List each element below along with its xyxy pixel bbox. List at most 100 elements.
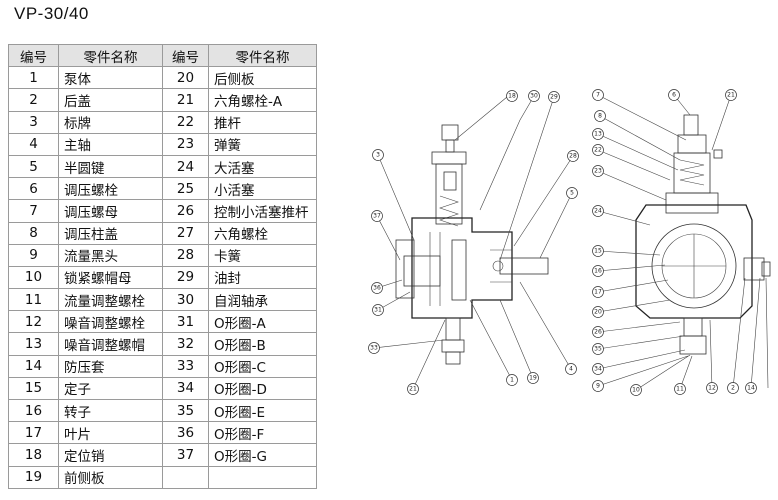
right-view-drawing (597, 94, 771, 391)
callout-marker: 3 (372, 149, 384, 161)
part-number-cell: 24 (162, 154, 209, 179)
part-name-cell: 控制小活塞推杆 (208, 199, 317, 223)
callout-number: 10 (632, 387, 640, 394)
part-number-cell: 26 (162, 199, 209, 223)
callout-marker: 28 (567, 150, 579, 162)
part-number-cell: 29 (162, 265, 209, 290)
callout-marker: 6 (668, 89, 680, 101)
callout-marker: 13 (592, 128, 604, 140)
callout-circle (548, 91, 560, 103)
callout-marker: 29 (548, 91, 560, 103)
part-name-cell: 后侧板 (208, 66, 317, 90)
part-number-cell: 17 (8, 421, 59, 445)
callout-circle (727, 382, 739, 394)
callout-number: 9 (596, 383, 600, 390)
callout-number: 11 (676, 386, 684, 393)
callout-circle (592, 343, 604, 355)
callout-marker: 22 (592, 144, 604, 156)
callout-number: 17 (594, 289, 602, 296)
callout-circle (368, 342, 380, 354)
callout-circle (592, 265, 604, 277)
callout-circle (592, 245, 604, 257)
callout-number: 21 (409, 386, 417, 393)
callout-marker: 9 (592, 380, 604, 392)
callout-marker: 4 (565, 363, 577, 375)
callout-circle (725, 89, 737, 101)
part-number-cell: 14 (8, 354, 59, 378)
callout-number: 14 (747, 385, 755, 392)
callout-number: 35 (594, 346, 602, 353)
callout-marker: 26 (592, 326, 604, 338)
part-name-cell: 转子 (58, 398, 163, 423)
callout-number: 28 (569, 153, 577, 160)
callout-marker: 12 (706, 382, 718, 394)
part-number-cell: 32 (162, 332, 209, 356)
callout-circle (592, 380, 604, 392)
callout-number: 7 (596, 92, 600, 99)
part-number-cell: 33 (162, 354, 209, 378)
callout-marker: 21 (407, 383, 419, 395)
part-name-cell: 流量调整螺栓 (58, 288, 163, 312)
part-name-cell: 标牌 (58, 110, 163, 134)
part-name-cell: 弹簧 (208, 132, 317, 156)
callout-marker: 21 (725, 89, 737, 101)
callout-circle (592, 128, 604, 140)
part-name-cell: 小活塞 (208, 177, 317, 201)
part-number-cell: 19 (8, 465, 59, 489)
callout-number: 31 (374, 307, 382, 314)
callout-marker: 16 (592, 265, 604, 277)
callout-number: 15 (594, 248, 602, 255)
part-name-cell: 推杆 (208, 110, 317, 134)
callout-number: 21 (727, 92, 735, 99)
callout-marker: 14 (745, 382, 757, 394)
part-name-cell (208, 465, 317, 489)
callout-circle (407, 383, 419, 395)
part-name-cell: 锁紧螺帽母 (58, 265, 163, 290)
callout-number: 8 (598, 113, 602, 120)
callout-marker: 35 (592, 343, 604, 355)
callout-number: 12 (708, 385, 716, 392)
callout-number: 22 (594, 147, 602, 154)
callout-circle (668, 89, 680, 101)
callout-number: 1 (510, 377, 514, 384)
callout-number: 16 (594, 268, 602, 275)
part-name-cell: 自润轴承 (208, 288, 317, 312)
callout-marker: 7 (592, 89, 604, 101)
callout-marker: 11 (674, 383, 686, 395)
part-number-cell: 18 (8, 443, 59, 467)
callout-circle (592, 205, 604, 217)
callout-number: 4 (569, 366, 573, 373)
callout-marker: 20 (592, 306, 604, 318)
part-name-cell: 调压螺栓 (58, 177, 163, 201)
callout-circle (594, 110, 606, 122)
callout-circle (506, 90, 518, 102)
callout-number: 20 (594, 309, 602, 316)
callout-marker: 33 (368, 342, 380, 354)
part-number-cell: 34 (162, 376, 209, 401)
callout-number: 33 (370, 345, 378, 352)
callout-number: 34 (594, 366, 602, 373)
part-number-cell: 31 (162, 310, 209, 334)
callout-marker: 34 (592, 363, 604, 375)
callout-number: 19 (529, 375, 537, 382)
callout-marker: 8 (594, 110, 606, 122)
callout-marker: 17 (592, 286, 604, 298)
callout-circle (567, 150, 579, 162)
callout-number: 36 (373, 285, 381, 292)
diagram-title: VP-30/40 (14, 4, 89, 23)
callout-marker: 1 (506, 374, 518, 386)
part-number-cell: 21 (162, 88, 209, 112)
callout-circle (592, 144, 604, 156)
callout-number: 18 (508, 93, 516, 100)
